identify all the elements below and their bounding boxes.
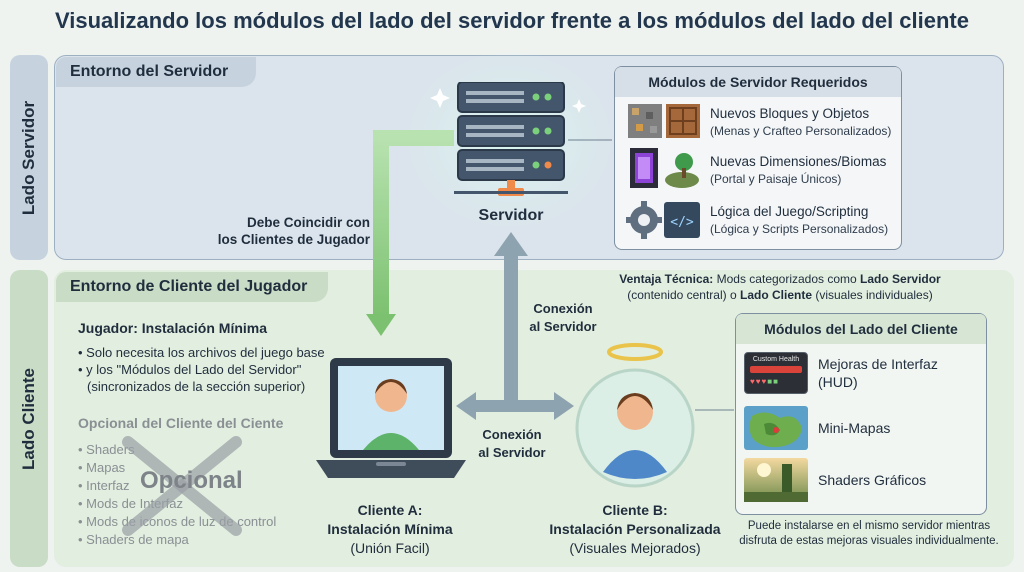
optional-title: Opcional del Cliente del Ciente (78, 415, 284, 431)
server-module-name-1: Nuevos Bloques y Objetos (710, 106, 870, 121)
client-modules-header: Módulos del Lado del Cliente (736, 314, 986, 344)
connection-label-bottom: Conexión al Servidor (478, 427, 546, 460)
server-module-sub-1: (Menas y Crafteo Personalizados) (710, 124, 892, 138)
client-module-name-1: Mejoras de Interfaz (818, 356, 938, 372)
client-a-label: Cliente A: Instalación Mínima (327, 502, 453, 537)
server-label: Servidor (478, 207, 544, 224)
svg-text:</>: </> (670, 215, 694, 230)
server-icon (454, 82, 568, 196)
page-title: Visualizando los módulos del lado del se… (54, 8, 969, 33)
blocks-icon (628, 104, 700, 138)
connection-label-top: Conexión al Servidor (529, 301, 597, 334)
sparkles (430, 88, 586, 113)
server-module-name-2: Nuevas Dimensiones/Biomas (710, 154, 887, 169)
portal-icon (630, 148, 699, 188)
connection-arrows (456, 232, 574, 420)
client-environment-label: Entorno de Cliente del Jugador (56, 272, 328, 302)
server-module-name-3: Lógica del Juego/Scripting (710, 204, 869, 219)
client-a-note: (Unión Facil) (350, 540, 430, 556)
server-module-sub-3: (Lógica y Scripts Personalizados) (710, 222, 889, 236)
avatar (575, 343, 695, 488)
list-item: • Shaders (78, 442, 135, 457)
server-modules-header: Módulos de Servidor Requeridos (615, 67, 901, 97)
advantage-text: Ventaja Técnica: Mods categorizados como… (619, 272, 941, 302)
client-module-name-2: Mini-Mapas (818, 420, 891, 436)
player-notes: • Solo necesita los archivos del juego b… (78, 345, 325, 394)
optional-stamp: Opcional (140, 467, 243, 494)
list-item: • Interfaz (78, 478, 130, 493)
client-b-label: Cliente B: Instalación Personalizada (549, 502, 721, 537)
client-b-note: (Visuales Mejorados) (569, 540, 701, 556)
hud-icon: Custom Health ♥♥♥■■ (744, 352, 808, 394)
list-item: • Shaders de mapa (78, 532, 189, 547)
server-environment-label: Entorno del Servidor (56, 57, 256, 87)
sync-arrow-head (366, 314, 396, 336)
client-side-tab: Lado Cliente (10, 270, 48, 567)
client-module-name-1b: (HUD) (818, 374, 858, 390)
code-gear-icon: </> (626, 201, 700, 239)
must-match-text: Debe Coincidir con los Clientes de Jugad… (217, 215, 370, 247)
server-side-tab: Lado Servidor (10, 55, 48, 260)
server-modules-title: Módulos de Servidor Requeridos (648, 74, 868, 90)
shader-icon (744, 458, 808, 502)
minimap-icon (744, 406, 808, 450)
client-note: Puede instalarse en el mismo servidor mi… (739, 520, 999, 547)
cross-out-icon (122, 436, 242, 536)
client-module-name-3: Shaders Gráficos (818, 472, 927, 488)
sync-arrow (373, 130, 454, 316)
server-module-sub-2: (Portal y Paisaje Únicos) (710, 172, 842, 186)
client-modules-title: Módulos del Lado del Cliente (764, 321, 958, 337)
server-modules-box: Módulos de Servidor Requeridos (614, 66, 902, 250)
laptop-icon (316, 358, 466, 478)
player-title: Jugador: Instalación Mínima (78, 320, 268, 336)
list-item: • Mapas (78, 460, 126, 475)
